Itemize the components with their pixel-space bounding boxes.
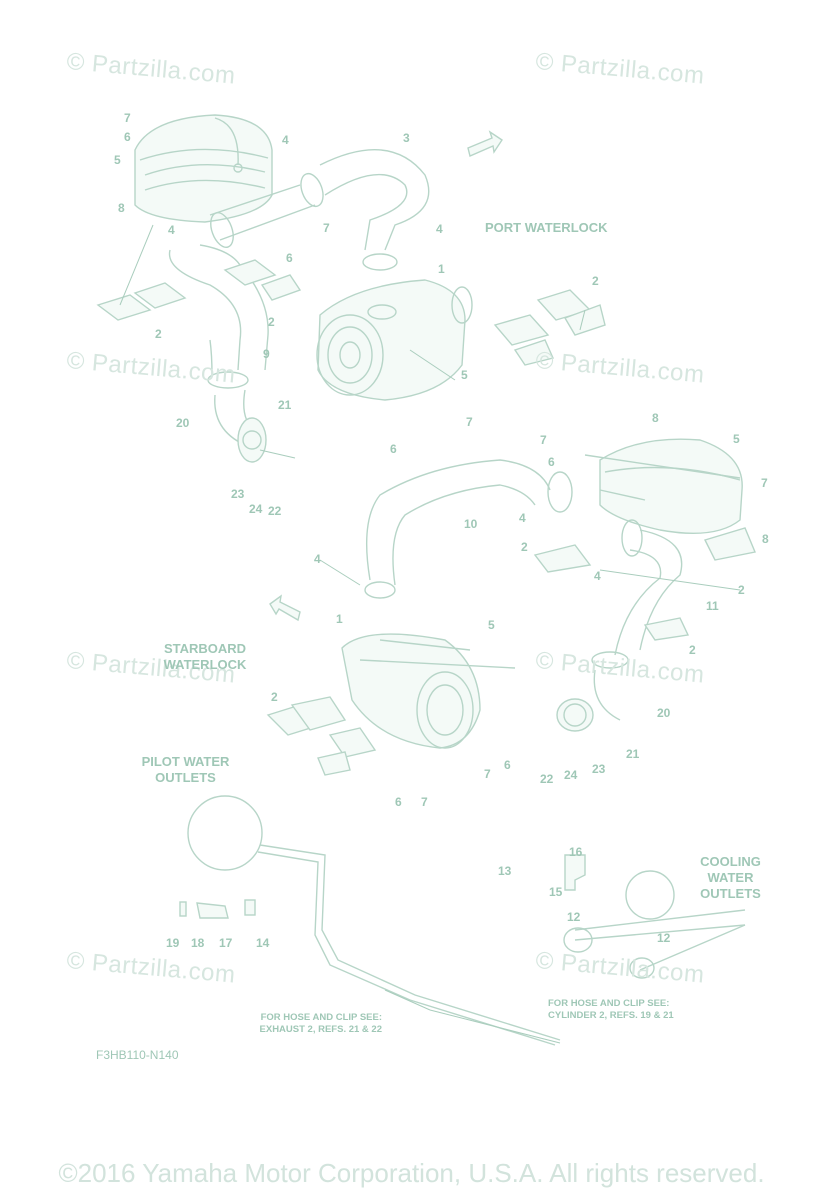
hose-10 <box>364 459 573 599</box>
direction-arrows <box>269 130 503 622</box>
callout: 2 <box>689 643 696 657</box>
callout: 11 <box>706 599 719 613</box>
callout: 4 <box>168 223 175 237</box>
callout: 8 <box>652 411 659 425</box>
callout: 2 <box>271 690 278 704</box>
cylinder-note-line-1: FOR HOSE AND CLIP SEE: <box>548 998 670 1009</box>
upper-hose-3 <box>209 149 430 271</box>
callout: 8 <box>762 532 769 546</box>
callout: 12 <box>657 931 671 945</box>
callout: 1 <box>336 612 343 626</box>
callout: 23 <box>231 487 245 501</box>
callout: 5 <box>461 368 468 382</box>
cooling-label-line-2: WATER <box>707 870 754 885</box>
callout: 16 <box>569 845 583 859</box>
muffler-box-lower <box>584 438 743 534</box>
callout: 6 <box>286 251 293 265</box>
pilot-water-detail <box>179 795 561 1046</box>
callout: 7 <box>421 795 428 809</box>
callout: 2 <box>521 540 528 554</box>
cylinder-note-line-2: CYLINDER 2, REFS. 19 & 21 <box>548 1010 674 1021</box>
exhaust-note-line-2: EXHAUST 2, REFS. 21 & 22 <box>259 1024 382 1035</box>
cooling-label-line-3: OUTLETS <box>700 886 761 901</box>
callout: 2 <box>592 274 599 288</box>
callout: 6 <box>548 455 555 469</box>
exhaust-note-line-1: FOR HOSE AND CLIP SEE: <box>260 1012 382 1023</box>
port-waterlock-label: PORT WATERLOCK <box>485 220 608 235</box>
callout: 22 <box>268 504 282 518</box>
callout: 9 <box>263 347 270 361</box>
callout: 24 <box>564 768 578 782</box>
callout: 2 <box>268 315 275 329</box>
callout: 7 <box>466 415 473 429</box>
callout: 7 <box>761 476 768 490</box>
callout: 4 <box>282 133 289 147</box>
callout: 4 <box>436 222 443 236</box>
hose-11 <box>556 519 683 732</box>
copyright-footer: ©2016 Yamaha Motor Corporation, U.S.A. A… <box>58 1158 765 1188</box>
diagram-reference: F3HB110-N140 <box>96 1048 179 1062</box>
callout: 21 <box>626 747 640 761</box>
elbow-20-upper <box>237 417 296 463</box>
callout: 17 <box>219 936 233 950</box>
callout: 21 <box>278 398 292 412</box>
callout: 5 <box>488 618 495 632</box>
callout: 20 <box>176 416 190 430</box>
callout: 4 <box>594 569 601 583</box>
callout: 14 <box>256 936 270 950</box>
callout: 24 <box>249 502 263 516</box>
callout: 22 <box>540 772 554 786</box>
callout: 2 <box>155 327 162 341</box>
callout: 7 <box>124 111 131 125</box>
callout: 3 <box>403 131 410 145</box>
callout: 7 <box>323 221 330 235</box>
callout: 5 <box>114 153 121 167</box>
leader-lines <box>119 224 741 1044</box>
exhaust-note: FOR HOSE AND CLIP SEE: EXHAUST 2, REFS. … <box>232 1012 382 1036</box>
callout: 18 <box>191 936 205 950</box>
callout: 6 <box>395 795 402 809</box>
mats-upper <box>96 259 606 366</box>
callout: 1 <box>438 262 445 276</box>
pilot-label-line-2: OUTLETS <box>155 770 216 785</box>
port-waterlock-body <box>316 279 473 401</box>
mats-lower <box>266 527 756 776</box>
cooling-label-line-1: COOLING <box>700 854 761 869</box>
pilot-label-line-1: PILOT WATER <box>141 754 230 769</box>
callout: 4 <box>519 511 526 525</box>
pilot-water-outlets-label: PILOT WATER OUTLETS <box>128 754 243 786</box>
callout: 7 <box>540 433 547 447</box>
callout: 13 <box>498 864 512 878</box>
callout: 7 <box>484 767 491 781</box>
callout: 23 <box>592 762 606 776</box>
callout: 5 <box>733 432 740 446</box>
callout: 12 <box>567 910 581 924</box>
callout: 8 <box>118 201 125 215</box>
starboard-waterlock-label: STARBOARD WATERLOCK <box>150 641 260 673</box>
muffler-box-upper <box>134 114 273 223</box>
cylinder-note: FOR HOSE AND CLIP SEE: CYLINDER 2, REFS.… <box>548 998 698 1022</box>
callout: 4 <box>314 552 321 566</box>
callout: 2 <box>738 583 745 597</box>
starboard-waterlock-body <box>341 633 516 749</box>
callout: 19 <box>166 936 180 950</box>
cooling-water-detail <box>563 854 746 979</box>
callout: 6 <box>504 758 511 772</box>
callout: 6 <box>124 130 131 144</box>
cooling-water-outlets-label: COOLING WATER OUTLETS <box>688 854 773 902</box>
callout: 15 <box>549 885 563 899</box>
callout: 6 <box>390 442 397 456</box>
starboard-label-line-1: STARBOARD <box>163 641 247 656</box>
callout: 20 <box>657 706 671 720</box>
starboard-label-line-2: WATERLOCK <box>163 657 247 672</box>
callout: 10 <box>464 517 478 531</box>
